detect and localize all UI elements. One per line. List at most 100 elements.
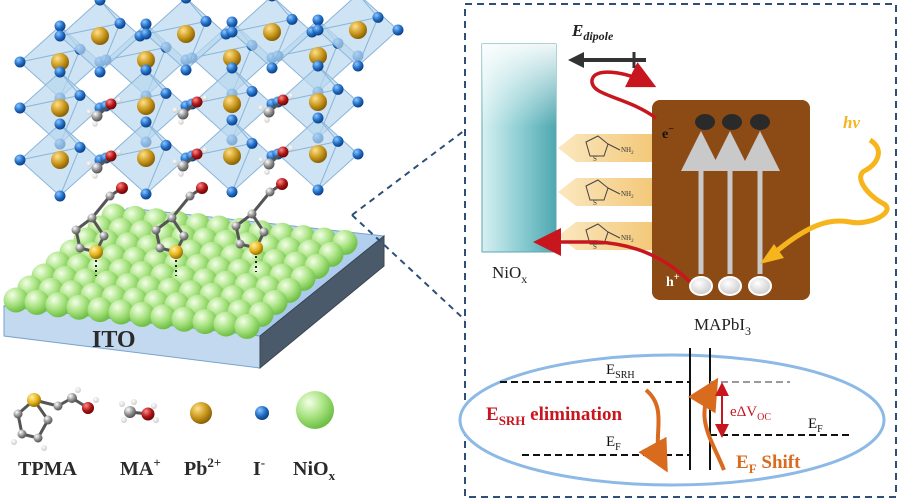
ma-hydrogen: [86, 109, 92, 115]
iodide-atom: [246, 85, 258, 97]
pb-atom: [137, 149, 155, 167]
niox-sphere: [150, 304, 176, 330]
iodide-atom: [226, 114, 238, 126]
tpma-carbon: [179, 231, 189, 241]
legend-label-tpma: TPMA: [18, 458, 77, 480]
niox-sphere-icon: [296, 391, 334, 429]
iodide-atom: [352, 148, 364, 160]
iodide-atom: [14, 154, 26, 166]
iodide-atom: [54, 118, 66, 130]
niox-sphere: [3, 287, 29, 313]
iodide-atom: [94, 66, 106, 78]
niox-sphere: [234, 313, 260, 339]
niox-sphere: [192, 309, 218, 335]
ma-carbon: [91, 110, 103, 122]
pb-sphere-icon: [190, 402, 212, 424]
ma-nitrogen: [191, 96, 203, 108]
iodide-atom: [246, 137, 258, 149]
iodide-atom: [312, 24, 324, 36]
niox-sphere: [213, 311, 239, 337]
iodide-atom: [14, 102, 26, 114]
ma-hydrogen: [288, 93, 294, 99]
iodide-atom: [226, 186, 238, 198]
tpma-nitrogen: [116, 182, 128, 194]
iodide-atom: [160, 139, 172, 151]
ma-hydrogen: [258, 157, 264, 163]
pb-atom: [137, 51, 155, 69]
pb-atom: [223, 95, 241, 113]
octahedron-edge: [271, 19, 293, 69]
molecule-band: [558, 178, 652, 206]
ma-hydrogen: [264, 117, 270, 123]
ma-nitrogen: [105, 98, 117, 110]
ma-carbon: [91, 162, 103, 174]
tpma-interface-molecules: [71, 178, 288, 276]
ma-carbon: [263, 106, 275, 118]
ma-hydrogen: [116, 149, 122, 155]
tpma-carbon: [99, 231, 109, 241]
niox-sphere: [171, 306, 197, 332]
pb-atom: [137, 97, 155, 115]
perovskite-lattice: [14, 0, 404, 202]
light-arrowhead-icon: [760, 244, 784, 264]
iodide-atom: [392, 24, 404, 36]
tpma-carbon: [265, 187, 275, 197]
niox-sphere: [108, 299, 134, 325]
niox-label: NiOx: [492, 263, 527, 286]
iodide-atom: [140, 18, 152, 30]
niox-sphere: [87, 297, 113, 323]
tpma-carbon: [155, 243, 165, 253]
thiophene-s-label: S: [593, 243, 597, 251]
thiophene-ring: [585, 179, 609, 201]
ma-molecule-icon: [119, 399, 159, 423]
iodide-atom: [140, 188, 152, 200]
ma-carbon: [263, 158, 275, 170]
niox-sphere: [66, 294, 92, 320]
thiophene-bond: [607, 143, 621, 151]
ma-nitrogen: [191, 148, 203, 160]
ef-level-label-right: EF: [808, 416, 823, 435]
iodide-atom: [180, 64, 192, 76]
tpma-carbon: [247, 209, 257, 219]
ma-hydrogen: [172, 107, 178, 113]
thiophene-ring: [585, 135, 609, 157]
iodide-atom: [94, 0, 106, 6]
tpma-carbon: [231, 221, 241, 231]
octahedron-edge: [59, 147, 81, 197]
tpma-carbon: [235, 239, 245, 249]
iodide-atom: [140, 28, 152, 40]
octahedron-edge: [59, 22, 121, 37]
octahedron-edge: [19, 48, 81, 63]
edipole-label: Edipole: [571, 21, 614, 43]
ef-level-label-left: EF: [606, 434, 621, 453]
iodide-atom: [332, 135, 344, 147]
tpma-carbon: [75, 243, 85, 253]
iodide-atom: [74, 89, 86, 101]
legend-label-pb: Pb2+: [184, 455, 221, 480]
iodide-atom: [312, 60, 324, 72]
tpma-carbon: [167, 213, 177, 223]
ma-hydrogen: [202, 95, 208, 101]
thiophene-s-label: S: [593, 155, 597, 163]
tpma-sulfur: [89, 245, 103, 259]
niox-block: [481, 43, 557, 253]
ef-shift-text: EF Shift: [736, 452, 801, 476]
pb-atom: [177, 25, 195, 43]
hv-label: hν: [843, 113, 860, 132]
iodide-atom: [372, 11, 384, 23]
tpma-carbon: [185, 191, 195, 201]
tpma-carbon: [71, 225, 81, 235]
octahedron-edge: [145, 20, 207, 35]
iodide-atom: [114, 17, 126, 29]
iodide-atom: [200, 15, 212, 27]
ma-hydrogen: [178, 119, 184, 125]
niox-sphere: [24, 289, 50, 315]
iodide-atom: [74, 141, 86, 153]
pb-atom: [309, 145, 327, 163]
voc-label: eΔVOC: [730, 404, 771, 423]
octahedron-edge: [19, 146, 81, 161]
iodide-atom: [286, 13, 298, 25]
ma-hydrogen: [92, 173, 98, 179]
